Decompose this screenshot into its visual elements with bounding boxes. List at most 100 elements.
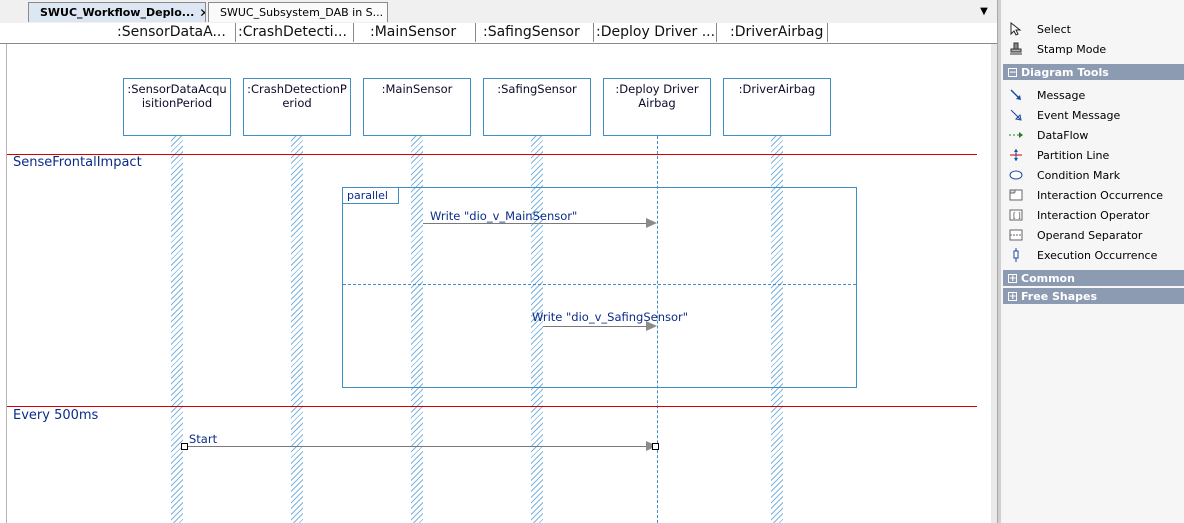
condition-mark-icon [1005,167,1027,183]
toolbox-item-label: DataFlow [1037,128,1089,142]
tab-label: SWUC_Workflow_Deplo... [40,6,195,19]
lifeline-box[interactable]: :CrashDetectionP eriod [243,78,351,136]
column-header[interactable]: :SafingSensor [476,23,594,42]
lifeline-box[interactable]: :MainSensor [363,78,471,136]
pointer-icon [1005,21,1027,37]
toolbox-section-free-shapes[interactable]: + Free Shapes [1003,288,1184,304]
toolbox-item-label: Message [1037,88,1086,102]
partition-label: Every 500ms [13,408,99,423]
partition-line[interactable] [7,154,977,155]
selection-handle[interactable] [181,443,188,450]
stamp-icon [1005,41,1027,57]
combined-fragment[interactable]: parallel [342,187,857,388]
operand-separator[interactable] [343,284,856,285]
tab-subsystem[interactable]: SWUC_Subsystem_DAB in S... [208,2,388,22]
lifeline-name: Airbag [638,96,676,110]
diagram-editor: SWUC_Workflow_Deplo... ✕ SWUC_Subsystem_… [0,0,997,523]
toolbox-item-message[interactable]: Message [1001,85,1184,105]
lifeline-line[interactable] [171,136,183,523]
lifeline-name: :DriverAirbag [738,82,816,96]
partition-label: SenseFrontalImpact [13,155,142,170]
toolbox-item-stamp-mode[interactable]: Stamp Mode [1001,39,1184,59]
selection-handle[interactable] [652,443,659,450]
toolbox-item-label: Execution Occurrence [1037,248,1158,262]
lifeline-name: isitionPeriod [141,96,213,110]
tab-workflow[interactable]: SWUC_Workflow_Deplo... ✕ [28,2,206,22]
panel-splitter[interactable] [997,0,1002,523]
toolbox-item-operand-separator[interactable]: Operand Separator [1001,225,1184,245]
operand-separator-icon [1005,227,1027,243]
interaction-operator-icon: [ ] [1005,207,1027,223]
toolbox-item-interaction-operator[interactable]: [ ] Interaction Operator [1001,205,1184,225]
tab-label: SWUC_Subsystem_DAB in S... [220,6,384,19]
toolbox-item-execution-occurrence[interactable]: Execution Occurrence [1001,245,1184,265]
lifeline-box[interactable]: :SafingSensor [483,78,591,136]
expand-icon: + [1008,273,1017,284]
toolbox-section-label: Common [1021,271,1075,285]
partition-line[interactable] [7,406,977,407]
message-arrowhead-icon [646,218,657,228]
message-line[interactable] [543,326,647,327]
partition-line-icon [1005,147,1027,163]
expand-icon: + [1008,291,1017,302]
interaction-occurrence-icon [1005,187,1027,203]
toolbox-item-label: Stamp Mode [1037,42,1107,56]
toolbox-item-label: Condition Mark [1037,168,1121,182]
toolbox-item-partition-line[interactable]: Partition Line [1001,145,1184,165]
toolbox-item-select[interactable]: Select [1001,19,1184,39]
toolbox-item-label: Select [1037,22,1071,36]
lifeline-name: :MainSensor [381,82,453,96]
toolbox-panel: Select Stamp Mode − Diagram Tools Messag… [1001,0,1184,523]
toolbox-section-common[interactable]: + Common [1003,270,1184,286]
lifeline-line[interactable] [411,136,423,523]
close-icon[interactable]: ✕ [199,6,205,20]
message-label[interactable]: Write "dio_v_MainSensor" [430,209,578,223]
lifeline-line[interactable] [657,136,658,523]
tab-list-dropdown-icon[interactable]: ▼ [980,6,988,17]
column-header[interactable]: :SensorDataA... [115,23,236,42]
column-header[interactable]: :CrashDetecti... [236,23,354,42]
column-header[interactable]: :DriverAirbag [717,23,828,42]
toolbox-item-label: Partition Line [1037,148,1110,162]
lifeline-box[interactable]: :SensorDataAcqu isitionPeriod [123,78,231,136]
lifeline-name: :CrashDetectionP [247,82,347,96]
lifeline-box[interactable]: :Deploy Driver Airbag [603,78,711,136]
toolbox-section-label: Free Shapes [1021,289,1098,303]
sequence-diagram-canvas[interactable]: SenseFrontalImpact Every 500ms parallel … [6,44,992,523]
lifeline-box[interactable]: :DriverAirbag [723,78,831,136]
lifeline-name: eriod [282,96,312,110]
message-arrowhead-icon [646,441,657,451]
toolbox-section-diagram-tools[interactable]: − Diagram Tools [1003,64,1184,80]
message-arrowhead-icon [646,321,657,331]
lifeline-name: :SensorDataAcqu [127,82,227,96]
message-line[interactable] [423,223,647,224]
toolbox-item-label: Interaction Operator [1037,208,1150,222]
svg-text:[ ]: [ ] [1013,212,1021,220]
execution-occurrence-icon [1005,247,1027,263]
lifeline-name: :Deploy Driver [615,82,699,96]
message-arrow-icon [1005,87,1027,103]
toolbox-item-label: Interaction Occurrence [1037,188,1164,202]
message-label[interactable]: Start [189,432,218,446]
toolbox-item-interaction-occurrence[interactable]: Interaction Occurrence [1001,185,1184,205]
lifeline-name: :SafingSensor [497,82,577,96]
toolbox-item-dataflow[interactable]: DataFlow [1001,125,1184,145]
event-message-icon [1005,107,1027,123]
column-header[interactable]: :Deploy Driver ... [596,23,717,42]
toolbox-section-label: Diagram Tools [1021,65,1109,79]
lifeline-column-headers: :SensorDataA... :CrashDetecti... :MainSe… [0,23,997,44]
toolbox-item-label: Operand Separator [1037,228,1143,242]
editor-tab-bar: SWUC_Workflow_Deplo... ✕ SWUC_Subsystem_… [0,0,997,24]
lifeline-line[interactable] [771,136,783,523]
vertical-scrollbar[interactable] [991,44,997,523]
toolbox-item-condition-mark[interactable]: Condition Mark [1001,165,1184,185]
message-line[interactable] [185,446,647,447]
lifeline-line[interactable] [291,136,303,523]
dataflow-icon [1005,127,1027,143]
collapse-icon: − [1008,67,1017,78]
message-label[interactable]: Write "dio_v_SafingSensor" [532,310,689,324]
interaction-operator-label[interactable]: parallel [343,188,399,204]
column-header[interactable]: :MainSensor [354,23,476,42]
lifeline-line[interactable] [531,136,543,523]
toolbox-item-event-message[interactable]: Event Message [1001,105,1184,125]
